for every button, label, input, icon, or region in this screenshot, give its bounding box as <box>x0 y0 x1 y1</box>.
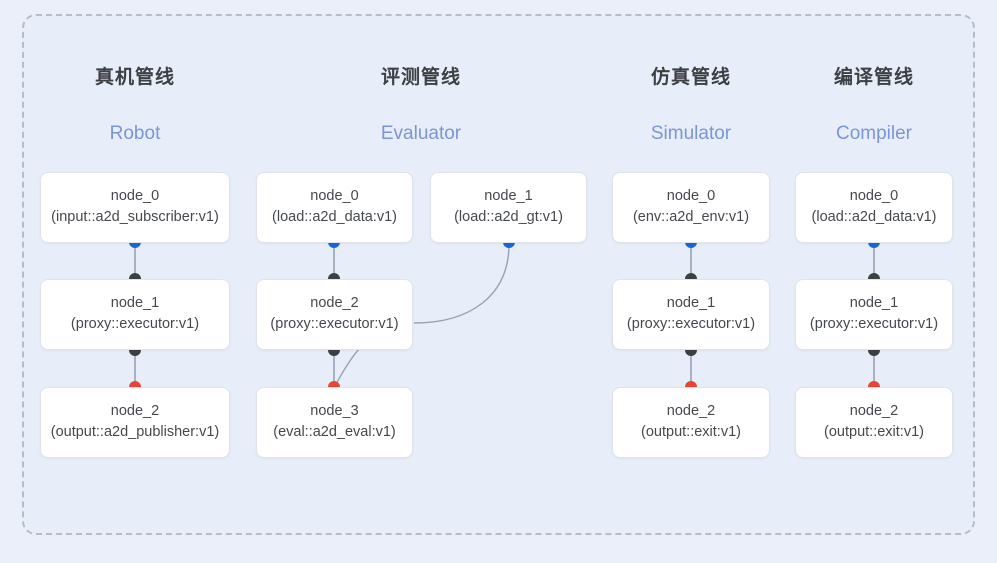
node-robot-node-1[interactable]: node_1 (proxy::executor:v1) <box>40 279 230 350</box>
node-spec: (proxy::executor:v1) <box>809 316 939 332</box>
node-name: node_1 <box>666 295 716 312</box>
node-spec: (input::a2d_subscriber:v1) <box>51 209 219 225</box>
node-name: node_0 <box>666 188 716 205</box>
node-spec: (env::a2d_env:v1) <box>632 209 750 225</box>
column-subtitle-robot: Robot <box>109 123 161 144</box>
node-name: node_2 <box>310 295 359 312</box>
node-name: node_2 <box>110 403 160 420</box>
node-spec: (output::a2d_publisher:v1) <box>50 424 220 440</box>
column-title-simulator: 仿真管线 <box>650 67 731 88</box>
node-name: node_1 <box>110 295 160 312</box>
column-title-robot: 真机管线 <box>94 67 175 88</box>
node-spec: (output::exit:v1) <box>824 424 924 440</box>
node-spec: (output::exit:v1) <box>641 424 741 440</box>
node-spec: (proxy::executor:v1) <box>626 316 756 332</box>
node-eval-node-0[interactable]: node_0 (load::a2d_data:v1) <box>256 172 413 243</box>
node-name: node_2 <box>849 403 899 420</box>
node-spec: (load::a2d_gt:v1) <box>454 209 563 225</box>
node-name: node_3 <box>310 403 359 420</box>
node-name: node_1 <box>484 188 533 205</box>
node-spec: (load::a2d_data:v1) <box>811 209 937 225</box>
node-comp-node-2[interactable]: node_2 (output::exit:v1) <box>795 387 953 458</box>
node-sim-node-2[interactable]: node_2 (output::exit:v1) <box>612 387 770 458</box>
column-subtitle-evaluator: Evaluator <box>380 123 462 144</box>
node-eval-node-2[interactable]: node_2 (proxy::executor:v1) <box>256 279 413 350</box>
node-name: node_0 <box>849 188 899 205</box>
node-sim-node-1[interactable]: node_1 (proxy::executor:v1) <box>612 279 770 350</box>
node-name: node_0 <box>110 188 160 205</box>
column-title-compiler: 编译管线 <box>833 67 914 88</box>
node-spec: (eval::a2d_eval:v1) <box>273 424 396 440</box>
node-robot-node-2[interactable]: node_2 (output::a2d_publisher:v1) <box>40 387 230 458</box>
column-subtitle-compiler: Compiler <box>835 123 913 144</box>
node-spec: (load::a2d_data:v1) <box>272 209 397 225</box>
column-title-evaluator: 评测管线 <box>380 67 461 88</box>
node-eval-node-3[interactable]: node_3 (eval::a2d_eval:v1) <box>256 387 413 458</box>
node-eval-node-1[interactable]: node_1 (load::a2d_gt:v1) <box>430 172 587 243</box>
column-subtitle-simulator: Simulator <box>650 123 732 144</box>
node-name: node_0 <box>310 188 359 205</box>
node-spec: (proxy::executor:v1) <box>270 316 399 332</box>
node-name: node_1 <box>849 295 899 312</box>
node-spec: (proxy::executor:v1) <box>70 316 200 332</box>
node-sim-node-0[interactable]: node_0 (env::a2d_env:v1) <box>612 172 770 243</box>
node-name: node_2 <box>666 403 716 420</box>
node-comp-node-0[interactable]: node_0 (load::a2d_data:v1) <box>795 172 953 243</box>
node-comp-node-1[interactable]: node_1 (proxy::executor:v1) <box>795 279 953 350</box>
node-robot-node-0[interactable]: node_0 (input::a2d_subscriber:v1) <box>40 172 230 243</box>
